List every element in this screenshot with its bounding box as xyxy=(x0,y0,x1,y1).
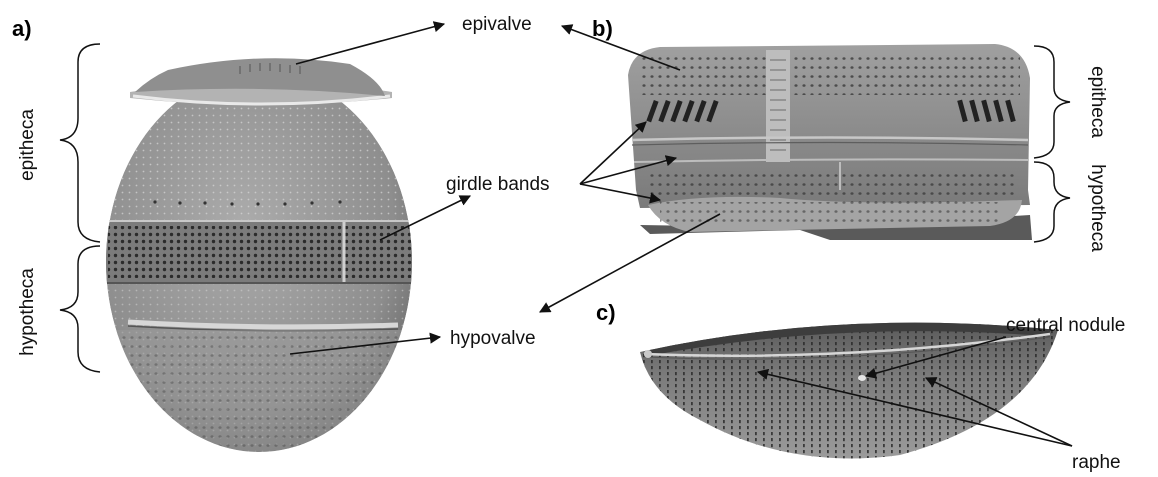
hypotheca-brace-b xyxy=(1034,162,1070,242)
epitheca-brace-b xyxy=(1034,46,1070,158)
diatom-a-image xyxy=(100,58,420,460)
epitheca-label-a: epitheca xyxy=(17,109,38,181)
girdle-bands-label: girdle bands xyxy=(446,174,550,195)
central-nodule-label: central nodule xyxy=(1006,315,1125,336)
epivalve-arrow-a xyxy=(296,24,444,64)
diatom-c-image xyxy=(640,320,1060,470)
raphe-label: raphe xyxy=(1072,452,1121,473)
panel-b-label: b) xyxy=(592,16,613,41)
hypotheca-label-b: hypotheca xyxy=(1087,164,1108,252)
hypotheca-label-a: hypotheca xyxy=(17,268,38,356)
hypovalve-arrow-b xyxy=(540,214,720,312)
panel-c-label: c) xyxy=(596,300,616,325)
epitheca-label-b: epitheca xyxy=(1087,66,1108,138)
epivalve-label: epivalve xyxy=(462,14,532,35)
diatom-b-image xyxy=(628,44,1032,240)
epitheca-brace-a xyxy=(60,44,100,242)
panel-a-label: a) xyxy=(12,16,32,41)
hypovalve-label: hypovalve xyxy=(450,328,536,349)
hypotheca-brace-a xyxy=(60,246,100,372)
